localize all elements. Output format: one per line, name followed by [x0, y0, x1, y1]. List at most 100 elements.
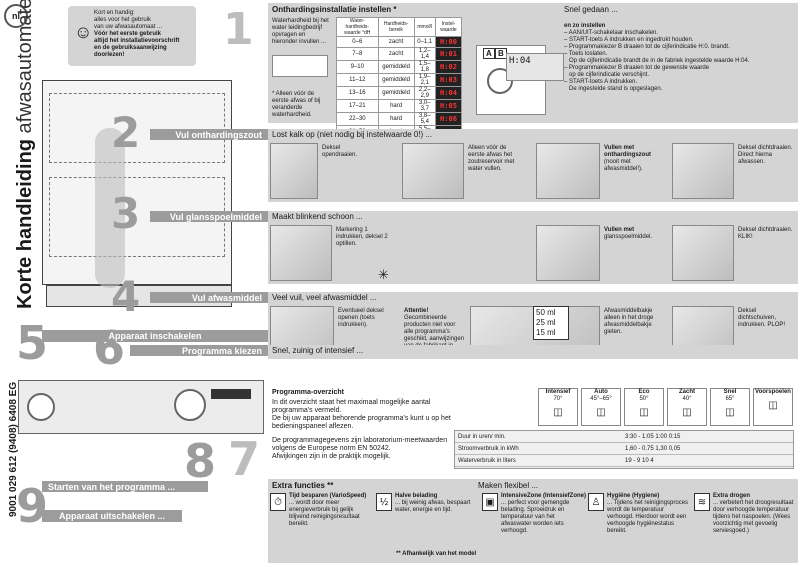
intro-line: alles voor het gebruik — [94, 17, 152, 23]
hardness-table: Water-hardheids-waarde °dH Hardheids-ber… — [336, 17, 463, 139]
function-text: ... bij weinig afwas, bespaart water, en… — [395, 500, 471, 513]
step-number: 8 — [184, 434, 217, 488]
metric-label: Stroomverbruik in kWh — [458, 446, 519, 452]
program-name: Auto — [594, 389, 608, 395]
lcd-value: H:04 — [434, 85, 463, 100]
table-cell: 1,9–2,1 — [413, 72, 436, 87]
step-connector — [95, 128, 125, 288]
section-6-subtitle: Snel, zuinig of intensief ... — [272, 346, 364, 355]
function-icon: ♙ — [588, 493, 604, 511]
metric-label: Duur in uren/ min. — [458, 434, 506, 440]
salt-step-3-text: (nooit met afwasmiddel!). — [604, 159, 643, 172]
section-5-title: Apparaat inschakelen — [108, 331, 202, 341]
table-cell: 22–30 — [336, 111, 379, 126]
smiley-icon: ☺ — [74, 22, 93, 42]
table-cell: 0–6 — [336, 36, 379, 48]
program-temp: 65° — [725, 396, 735, 402]
table-cell: 11–12 — [336, 72, 379, 87]
doc-title-bold: Korte handleiding — [13, 139, 36, 309]
table-cell: 3,0–3,7 — [413, 98, 436, 113]
section-9-title: Apparaat uitschakelen ... — [58, 511, 166, 521]
section-7-subtitle: Maken flexibel ... — [478, 481, 539, 490]
section-1: Onthardingsinstallatie instellen * Snel … — [268, 3, 798, 139]
step-number: 7 — [228, 432, 261, 486]
intro-line: van uw afwasautomaat ... — [94, 24, 163, 30]
function-icon: ⏱ — [270, 493, 286, 511]
table-header: Water-hardheids-waarde °dH — [336, 17, 379, 37]
section-6-bar: Programma kiezen — [130, 345, 268, 356]
hardness-instructions: Waterhardheid bij het water leidingbedri… — [272, 18, 329, 45]
section-2-subtitle: Lost kalk op (niet nodig bij instelwaard… — [272, 130, 433, 139]
salt-step-1: Deksel opendraaien. — [322, 145, 358, 158]
table-cell: 1,5–1,8 — [413, 59, 436, 74]
step-number: 1 — [223, 4, 254, 55]
program-name: Intensief — [545, 389, 571, 395]
rinse-step-3: Deksel dichtdraaien. KLIK! — [738, 227, 793, 240]
table-cell: gemiddeld — [377, 59, 415, 74]
function-icon: ≋ — [694, 493, 710, 511]
function-text: ... perfect voor gemengde belading. Spro… — [501, 500, 570, 534]
table-cell: gemiddeld — [377, 72, 415, 87]
table-cell: 13–16 — [336, 85, 379, 100]
program-temp: 40° — [682, 396, 692, 402]
overview-paragraph: In dit overzicht staat het maximaal moge… — [272, 399, 431, 414]
rinse-step-2-bold: Vullen met — [604, 227, 635, 233]
power-button-icon — [27, 393, 55, 421]
ml-mark: 50 ml — [536, 308, 556, 317]
detergent-step-1: Eventueel deksel openen (toets indrukken… — [338, 308, 384, 328]
table-header: Instel-waarde — [434, 17, 463, 37]
table-cell: 9–10 — [336, 59, 379, 74]
overview-paragraph: De bij uw apparaat behorende programma's… — [272, 415, 451, 430]
intro-warning: doorlezen! — [94, 52, 125, 58]
step-number: 3 — [111, 189, 141, 238]
metric-row: Duur in uren/ min.3:30 - 1:05 1:00 0:15 — [455, 431, 793, 443]
section-2: Lost kalk op (niet nodig bij instelwaard… — [268, 129, 798, 202]
intro-text: Kort en handig: alles voor het gebruik v… — [94, 10, 194, 59]
program-icon: ◫ — [725, 407, 735, 418]
rinse-step-1: Markering 1 indrukken, deksel 2 optillen… — [336, 227, 388, 247]
intro-line: Kort en handig: — [94, 10, 135, 16]
metric-label: Waterverbruik in liters — [458, 458, 516, 464]
rinse-fill-photo — [536, 225, 600, 281]
program-temp: 70° — [553, 396, 563, 402]
rinse-open-photo — [270, 225, 332, 281]
table-cell: 7–8 — [336, 46, 379, 61]
control-panel — [18, 380, 264, 434]
salt-fill-photo — [536, 143, 600, 199]
overview-paragraph: De programmagegevens zijn laboratorium-m… — [272, 437, 448, 452]
section-1-title: Onthardingsinstallatie instellen * — [272, 5, 397, 14]
lang-badge: nl — [4, 4, 28, 28]
table-header: mmol/l — [413, 17, 436, 37]
section-4-subtitle: Veel vuil, veel afwasmiddel ... — [272, 293, 377, 302]
section-2-title: Vul onthardingszout — [175, 129, 262, 140]
detergent-step-4: Deksel dichtschuiven, indrukken. PLOP! — [738, 308, 786, 328]
section-5-bar: Apparaat inschakelen — [42, 330, 268, 342]
section-4-bar: Vul afwasmiddel — [150, 292, 268, 303]
setting-step: Op de cijferindicatie brandt de in de fa… — [564, 58, 750, 64]
program-icon: ◫ — [768, 400, 778, 411]
overview-paragraph: Afwijkingen zijn in de praktijk mogelijk… — [272, 453, 391, 460]
program-icon: ◫ — [639, 407, 649, 418]
salt-water-photo — [402, 143, 464, 199]
setting-step: – AAN/UIT-schakelaar inschakelen. — [564, 30, 659, 36]
lcd-value: H:03 — [434, 72, 463, 87]
program-name: Eco — [638, 389, 650, 395]
function-title: IntensiveZone (IntensiefZone) — [501, 493, 587, 499]
metric-row: Waterverbruik in liters 19 - 9 10 4 — [455, 455, 793, 467]
extra-function: ▣IntensiveZone (IntensiefZone)... perfec… — [482, 493, 586, 535]
metric-value: 19 - 9 10 4 — [625, 458, 654, 464]
salt-close-photo — [672, 143, 734, 199]
program-temp: 45°–65° — [590, 396, 612, 402]
setting-steps: en zo instellen – AAN/UIT-schakelaar ins… — [564, 23, 796, 93]
program-temp: 50° — [639, 396, 649, 402]
display-icon — [211, 389, 251, 399]
section-7-title: Extra functies ** — [272, 481, 334, 490]
